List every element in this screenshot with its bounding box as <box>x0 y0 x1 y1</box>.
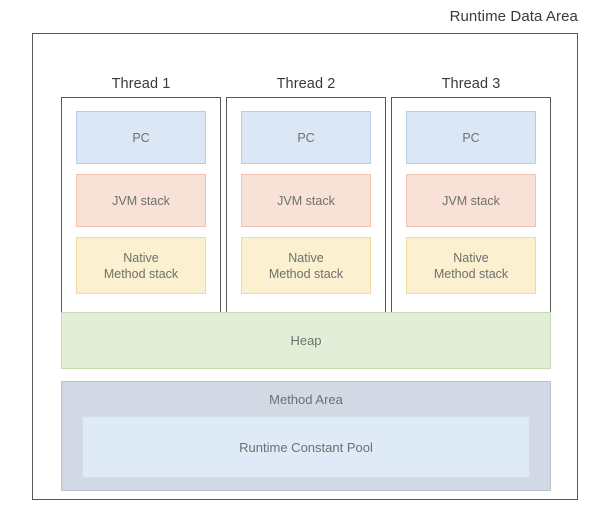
thread-label-3: Thread 3 <box>441 76 501 92</box>
pc-box-thread-1: PC <box>76 111 206 164</box>
runtime-constant-pool-label: Runtime Constant Pool <box>239 439 373 455</box>
thread-label-1: Thread 1 <box>111 76 171 92</box>
heap-label: Heap <box>290 333 322 348</box>
heap-box: Heap <box>61 312 551 369</box>
jvm-stack-box-thread-3: JVM stack <box>406 174 536 227</box>
native-stack-line2-thread-1: Method stack <box>103 266 179 281</box>
native-stack-line1-thread-3: Native <box>453 250 489 265</box>
runtime-constant-pool-box: Runtime Constant Pool <box>82 416 530 478</box>
native-stack-line1-thread-2: Native <box>288 250 324 265</box>
method-area-box: Method Area Runtime Constant Pool <box>61 381 551 491</box>
jvm-stack-box-thread-1: JVM stack <box>76 174 206 227</box>
pc-box-thread-2: PC <box>241 111 371 164</box>
native-stack-line1-thread-1: Native <box>123 250 159 265</box>
jvm-stack-box-thread-2: JVM stack <box>241 174 371 227</box>
method-area-label: Method Area <box>269 392 343 407</box>
thread-label-2: Thread 2 <box>276 76 336 92</box>
pc-box-thread-3: PC <box>406 111 536 164</box>
page-title: Runtime Data Area <box>449 8 578 25</box>
native-stack-line2-thread-3: Method stack <box>433 266 509 281</box>
native-stack-line2-thread-2: Method stack <box>268 266 344 281</box>
